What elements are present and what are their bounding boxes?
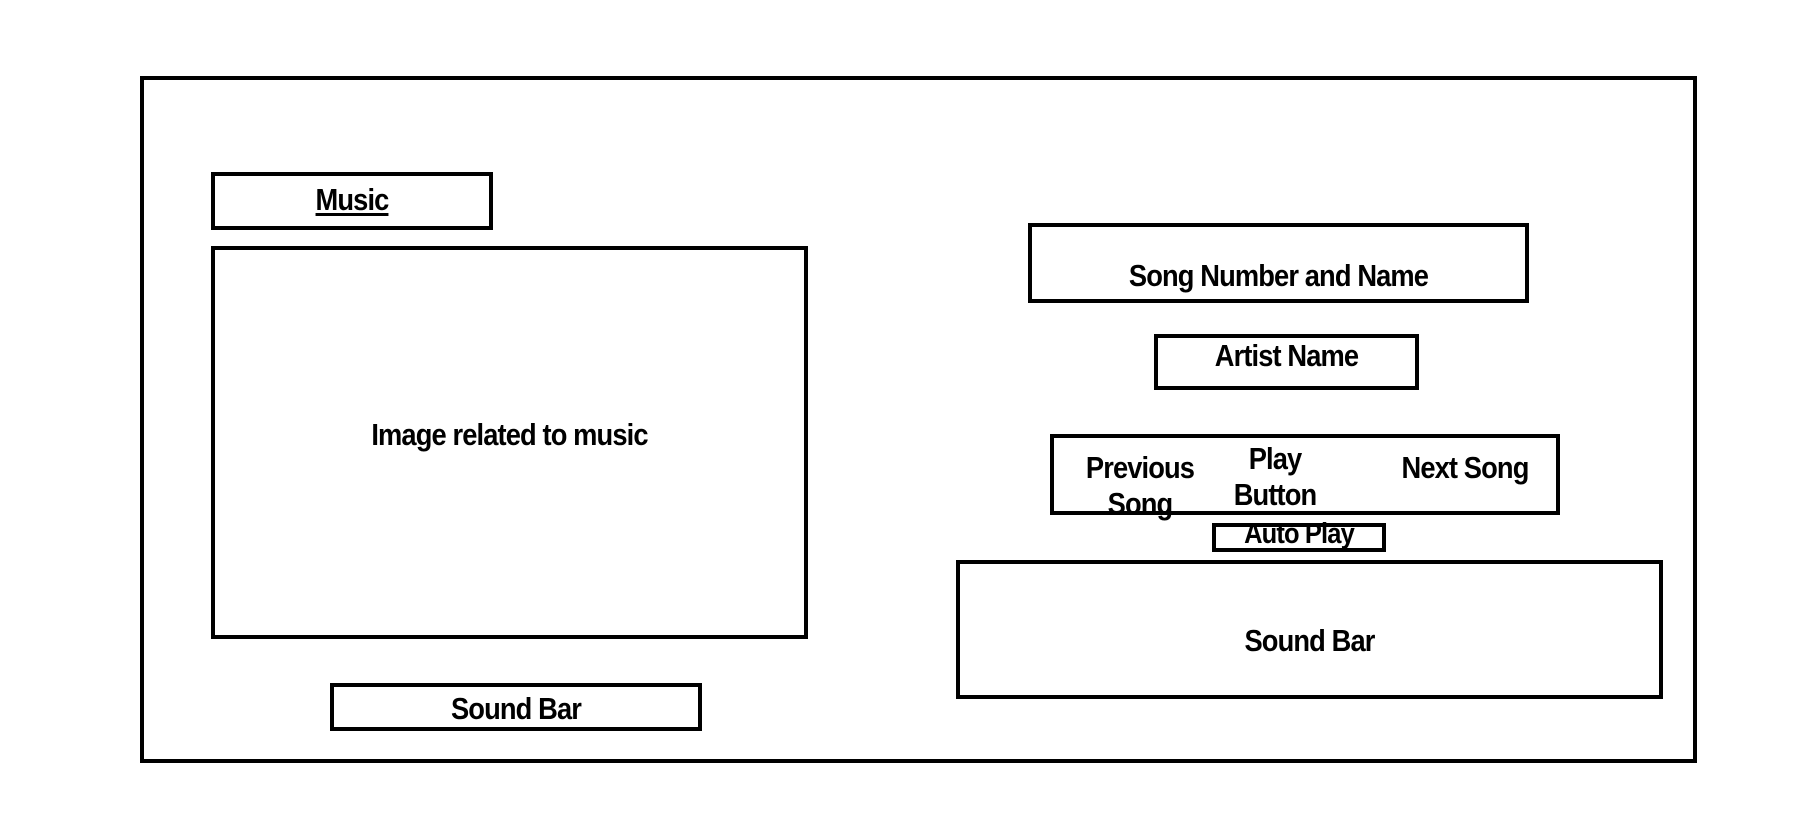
page-title: Music [315,182,390,217]
previous-song-button[interactable]: Previous Song [1085,450,1195,521]
auto-play-toggle[interactable] [1212,523,1386,552]
artist-name: Artist Name [1214,338,1359,373]
auto-play-label: Auto Play [1244,518,1355,550]
song-number-and-name: Song Number and Name [1128,258,1429,293]
music-title-box [211,172,493,230]
artist-info-box [1154,334,1419,390]
image-placeholder-label: Image related to music [371,417,648,452]
song-info-box [1028,223,1529,303]
sound-bar-large[interactable] [956,560,1663,699]
sound-bar-large-label: Sound Bar [1244,623,1375,658]
next-song-button[interactable]: Next Song [1401,450,1530,485]
music-image-placeholder [211,246,808,639]
play-button[interactable]: Play Button [1233,441,1317,512]
playback-controls [1050,434,1560,515]
sound-bar-small-label: Sound Bar [450,691,582,726]
sound-bar-small[interactable] [330,683,702,731]
